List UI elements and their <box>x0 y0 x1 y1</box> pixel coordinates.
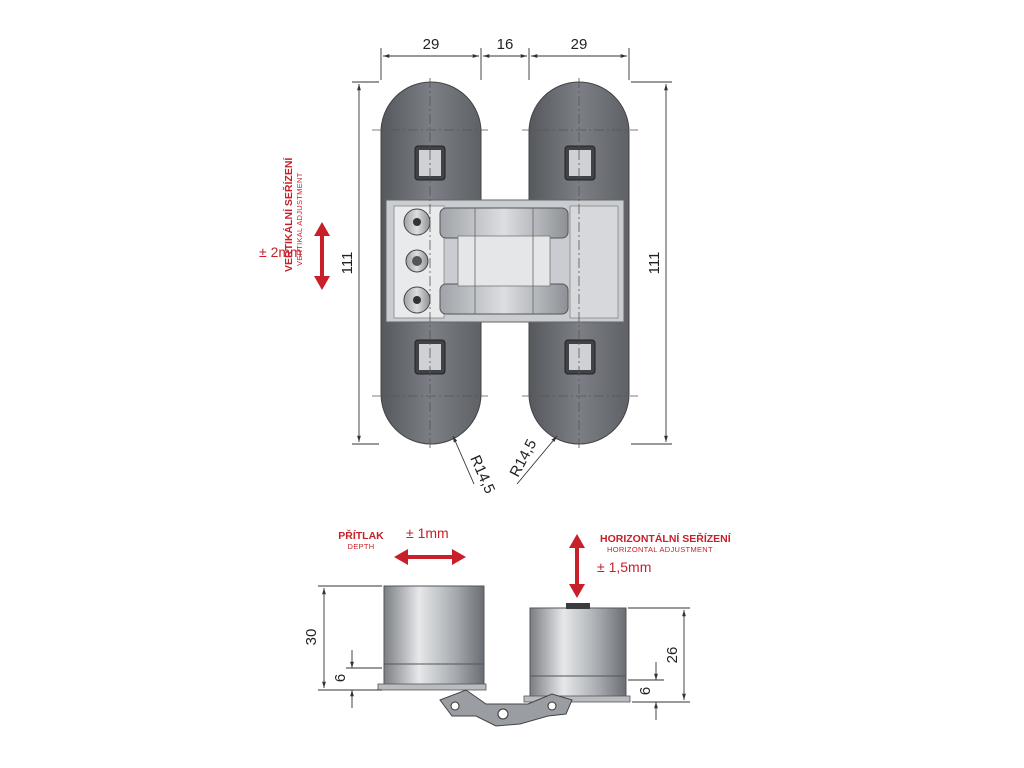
side-dimensions: 30 6 26 6 <box>303 585 690 720</box>
dim-left-height: 111 <box>339 252 356 275</box>
vertical-adjustment-subtitle: VERTIKAL ADJUSTMENT <box>295 172 304 266</box>
top-width-dimensions: 29 16 29 <box>380 36 630 80</box>
dim-radius-right: R14,5 <box>507 437 541 480</box>
vertical-arrow-icon-horizontal-adj <box>569 534 585 598</box>
horizontal-adjustment-subtitle: HORIZONTAL ADJUSTMENT <box>607 545 713 554</box>
dim-side-left-small: 6 <box>332 674 349 682</box>
dim-top-gap: 16 <box>497 36 514 53</box>
depth-adjustment-callout: PŘÍTLAK DEPTH ± 1mm <box>338 525 466 565</box>
dim-side-right-small: 6 <box>637 687 654 695</box>
dim-top-right-width: 29 <box>571 36 588 53</box>
dim-top-left-width: 29 <box>423 36 440 53</box>
vertical-adjustment-value: ± 2mm <box>259 244 302 260</box>
dim-side-left-height: 30 <box>303 629 320 646</box>
hinge-linkage-arm <box>439 689 573 727</box>
vertical-adjustment-title: VERTIKÁLNÍ SEŘÍZENÍ <box>282 157 295 272</box>
vertical-arrow-icon <box>314 222 330 290</box>
horizontal-arrow-icon <box>394 549 466 565</box>
horizontal-adjustment-title: HORIZONTÁLNÍ SEŘÍZENÍ <box>600 532 732 545</box>
depth-adjustment-subtitle: DEPTH <box>348 542 375 551</box>
vertical-adjustment-screws <box>403 208 431 314</box>
hinge-top-view <box>372 78 638 448</box>
left-cylinder-body <box>383 585 485 687</box>
depth-adjustment-value: ± 1mm <box>406 525 449 541</box>
right-cylinder-body <box>529 607 627 699</box>
dim-side-right-height: 26 <box>664 647 681 664</box>
horizontal-adjustment-callout: HORIZONTÁLNÍ SEŘÍZENÍ HORIZONTAL ADJUSTM… <box>569 532 732 598</box>
dim-radius-left: R14,5 <box>466 453 498 496</box>
height-dimensions: 111 111 <box>339 81 672 445</box>
hinge-knuckle-links <box>439 207 569 315</box>
horizontal-adjustment-value: ± 1,5mm <box>597 559 651 575</box>
radius-annotations: R14,5 R14,5 <box>452 435 558 496</box>
vertical-adjustment-callout: VERTIKÁLNÍ SEŘÍZENÍ VERTIKAL ADJUSTMENT … <box>259 157 330 290</box>
hinge-side-view <box>377 585 631 727</box>
dim-right-height: 111 <box>646 252 663 275</box>
depth-adjustment-title: PŘÍTLAK <box>338 529 384 542</box>
